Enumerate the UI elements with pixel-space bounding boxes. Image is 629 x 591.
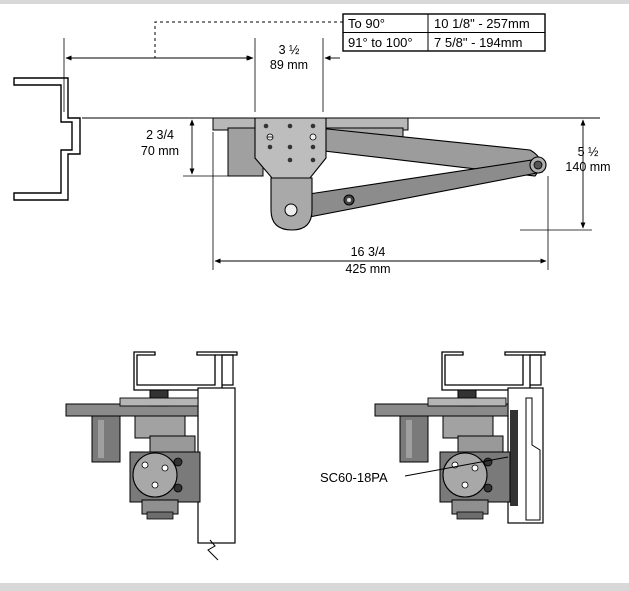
- overall-length-metric: 425 mm: [345, 262, 390, 276]
- table-row-1-value: 10 1/8" - 257mm: [434, 16, 530, 31]
- table-dimension-line: [63, 38, 253, 112]
- arm-drop-imperial: 5 ½: [578, 145, 599, 159]
- table-row-1-range: To 90°: [348, 16, 385, 31]
- overall-length-imperial: 16 3/4: [351, 245, 386, 259]
- depth-metric: 70 mm: [141, 144, 179, 158]
- depth-imperial: 2 3/4: [146, 128, 174, 142]
- elbow-joint: [529, 156, 547, 174]
- top-border: [0, 0, 629, 4]
- shoe-pivot: [270, 177, 313, 231]
- forearm: [295, 159, 544, 219]
- door-frame-profile: [13, 77, 81, 201]
- bracket-width-imperial: 3 ½: [279, 43, 300, 57]
- bracket-width-metric: 89 mm: [270, 58, 308, 72]
- part-number-callout: SC60-18PA: [320, 470, 388, 485]
- dimension-table: To 90° 10 1/8" - 257mm 91° to 100° 7 5/8…: [342, 13, 546, 52]
- bottom-border: [0, 583, 629, 591]
- mounting-bracket: [254, 117, 327, 179]
- arm-drop-dimension: 5 ½ 140 mm: [520, 119, 611, 231]
- bracket-width-dimension: 3 ½ 89 mm: [238, 38, 340, 112]
- table-leader: [154, 21, 343, 58]
- overall-length-dimension: 16 3/4 425 mm: [212, 132, 549, 276]
- table-row-2-value: 7 5/8" - 194mm: [434, 35, 522, 50]
- section-view-left: [65, 351, 238, 561]
- section-view-right: [374, 351, 546, 524]
- table-row-2-range: 91° to 100°: [348, 35, 413, 50]
- callout-leader: [404, 456, 509, 477]
- arm-drop-metric: 140 mm: [565, 160, 610, 174]
